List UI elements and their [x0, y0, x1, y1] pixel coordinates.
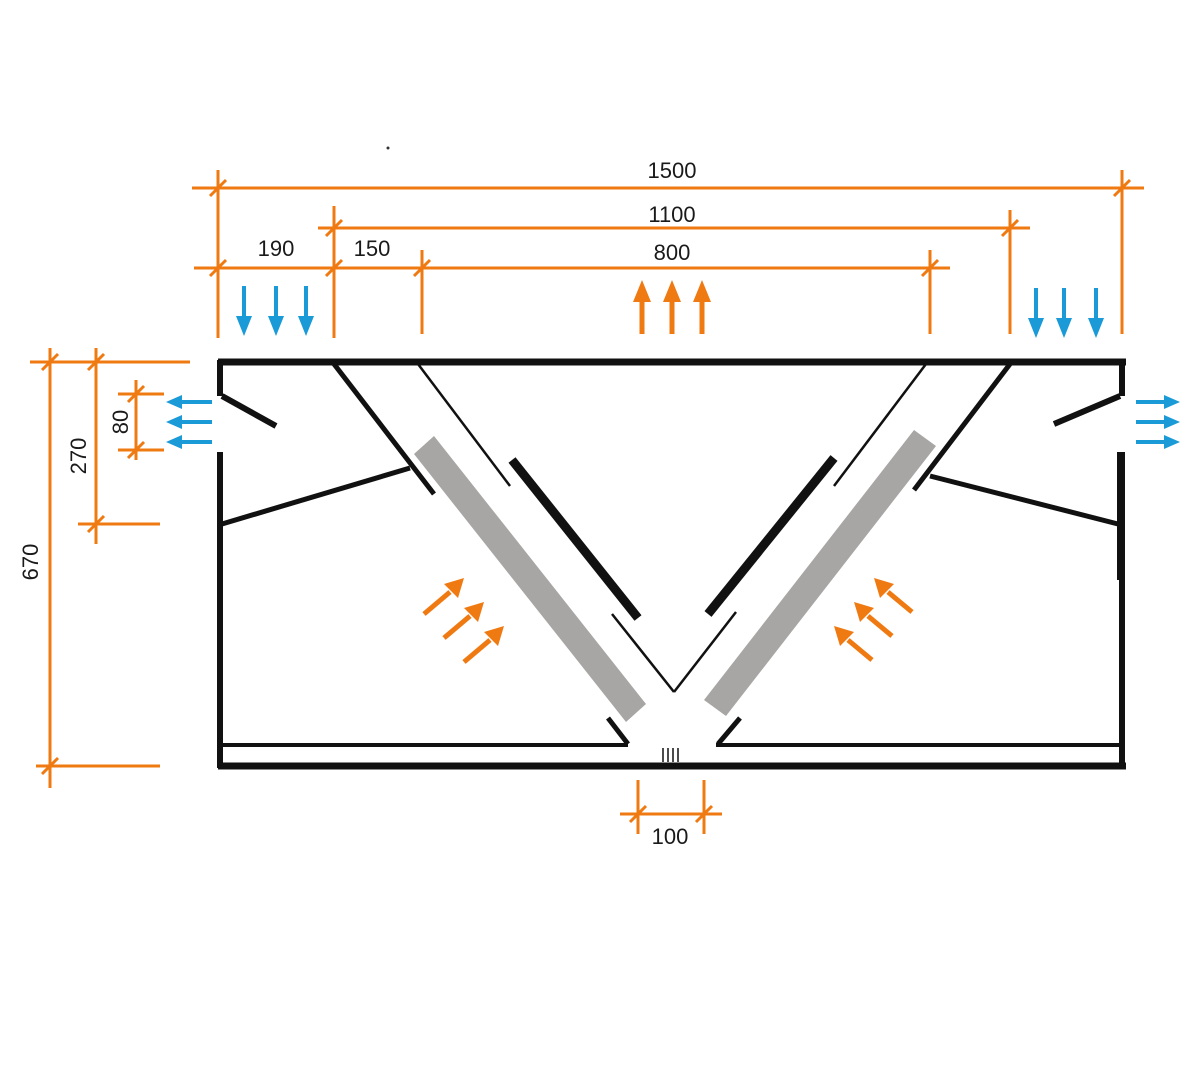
dim-80-label: 80 — [108, 410, 133, 434]
left-filter — [414, 436, 646, 722]
left-channel-outer-wall — [332, 362, 436, 496]
dim-670-label: 670 — [18, 544, 43, 581]
v-left-line — [611, 613, 675, 693]
up-arrow-icon — [633, 280, 651, 334]
airflow-in-arrows — [166, 286, 1180, 449]
dim-190-label: 190 — [258, 236, 295, 261]
right-channel-inner-wall — [833, 363, 927, 487]
dim-800-label: 800 — [654, 240, 691, 265]
hood-body — [217, 358, 1126, 770]
left-arrow-icon — [166, 395, 212, 409]
up-arrow-icon — [693, 280, 711, 334]
dim-270-label: 270 — [66, 438, 91, 475]
right-channel-outer-wall — [912, 362, 1012, 492]
right-arrow-icon — [1136, 415, 1180, 429]
left-inner-baffle — [221, 465, 411, 527]
up-right-arrow-icon — [442, 602, 484, 640]
v-right-line — [673, 611, 737, 693]
dim-1100-label: 1100 — [648, 202, 695, 227]
right-deflector-plate — [704, 455, 838, 617]
right-drain-lip — [716, 716, 742, 746]
dim-1500-label: 1500 — [648, 158, 697, 183]
dim-100-label: 100 — [652, 824, 689, 849]
down-arrow-icon — [1088, 288, 1104, 338]
right-inner-baffle — [929, 473, 1119, 527]
down-arrow-icon — [236, 286, 252, 336]
down-arrow-icon — [1056, 288, 1072, 338]
stray-dot — [386, 146, 390, 150]
right-slot-flap — [1052, 393, 1122, 427]
left-channel-inner-wall — [417, 363, 511, 487]
up-left-arrow-icon — [874, 578, 914, 614]
drain-outlet — [662, 748, 679, 762]
right-arrow-icon — [1136, 395, 1180, 409]
left-deflector-plate — [508, 457, 642, 621]
left-slot-flap — [220, 393, 278, 429]
dim-150-label: 150 — [354, 236, 391, 261]
up-right-arrow-icon — [462, 626, 504, 664]
up-left-arrow-icon — [834, 626, 874, 662]
down-arrow-icon — [298, 286, 314, 336]
left-drain-lip — [606, 716, 630, 746]
dimension-lines — [30, 170, 1144, 834]
right-diagonal-arrows — [834, 578, 914, 662]
up-left-arrow-icon — [854, 602, 894, 638]
right-filter — [704, 430, 936, 716]
up-arrow-icon — [663, 280, 681, 334]
airflow-up-arrows — [633, 280, 711, 334]
right-arrow-icon — [1136, 435, 1180, 449]
left-arrow-icon — [166, 435, 212, 449]
left-diagonal-arrows — [422, 578, 504, 664]
up-right-arrow-icon — [422, 578, 464, 616]
left-arrow-icon — [166, 415, 212, 429]
down-arrow-icon — [268, 286, 284, 336]
down-arrow-icon — [1028, 288, 1044, 338]
